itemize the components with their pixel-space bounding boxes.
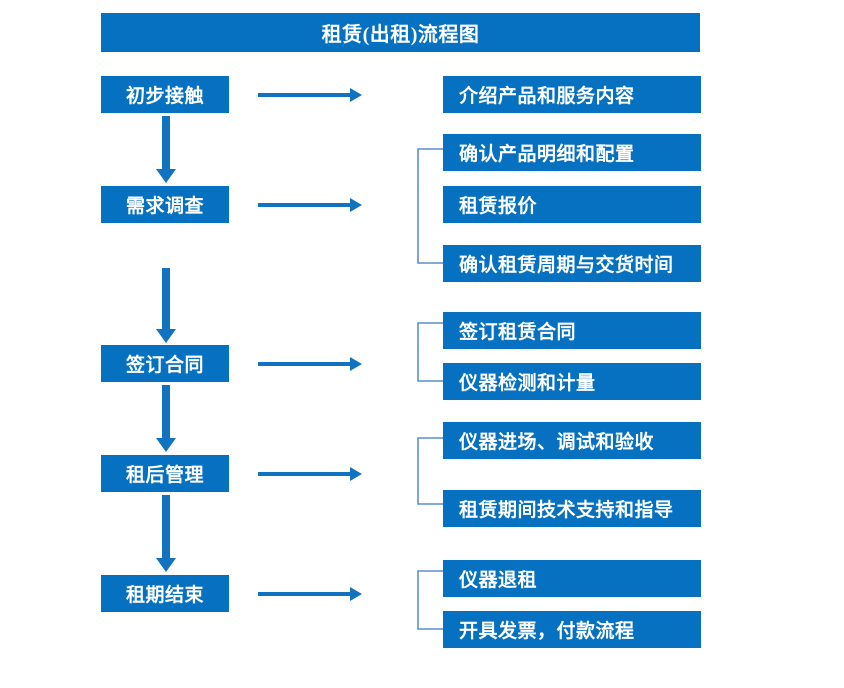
vertical-arrow-2 [155, 268, 177, 344]
horizontal-arrow-4 [258, 464, 363, 484]
detail-box-sign-lease-contract[interactable]: 签订租赁合同 [443, 312, 701, 349]
bracket-lease-end [416, 570, 444, 630]
detail-box-confirm-lease-period-delivery[interactable]: 确认租赁周期与交货时间 [443, 245, 701, 282]
stage-box-post-rental-management[interactable]: 租后管理 [101, 455, 229, 492]
detail-box-instrument-inspection-metering[interactable]: 仪器检测和计量 [443, 363, 701, 400]
horizontal-arrow-2 [258, 195, 363, 215]
vertical-arrow-4 [155, 495, 177, 573]
detail-box-instrument-return[interactable]: 仪器退租 [443, 560, 701, 597]
bracket-sign-contract [416, 322, 444, 382]
horizontal-arrow-1 [258, 85, 363, 105]
detail-box-instrument-entry-commissioning-acceptance[interactable]: 仪器进场、调试和验收 [443, 422, 701, 459]
stage-box-sign-contract[interactable]: 签订合同 [101, 345, 229, 382]
detail-box-confirm-product-details[interactable]: 确认产品明细和配置 [443, 134, 701, 171]
detail-box-invoice-payment-process[interactable]: 开具发票，付款流程 [443, 611, 701, 648]
stage-box-initial-contact[interactable]: 初步接触 [101, 76, 229, 113]
bracket-demand-survey [416, 148, 444, 264]
detail-box-technical-support-guidance[interactable]: 租赁期间技术支持和指导 [443, 490, 701, 527]
vertical-arrow-1 [155, 116, 177, 184]
vertical-arrow-3 [155, 385, 177, 453]
stage-box-lease-end[interactable]: 租期结束 [101, 575, 229, 612]
stage-box-demand-survey[interactable]: 需求调查 [101, 186, 229, 223]
horizontal-arrow-5 [258, 584, 363, 604]
flowchart-title: 租赁(出租)流程图 [101, 13, 700, 52]
bracket-post-rental-management [416, 437, 444, 505]
detail-box-rental-quotation[interactable]: 租赁报价 [443, 186, 701, 223]
horizontal-arrow-3 [258, 354, 363, 374]
detail-box-introduce-products-services[interactable]: 介绍产品和服务内容 [443, 76, 701, 113]
